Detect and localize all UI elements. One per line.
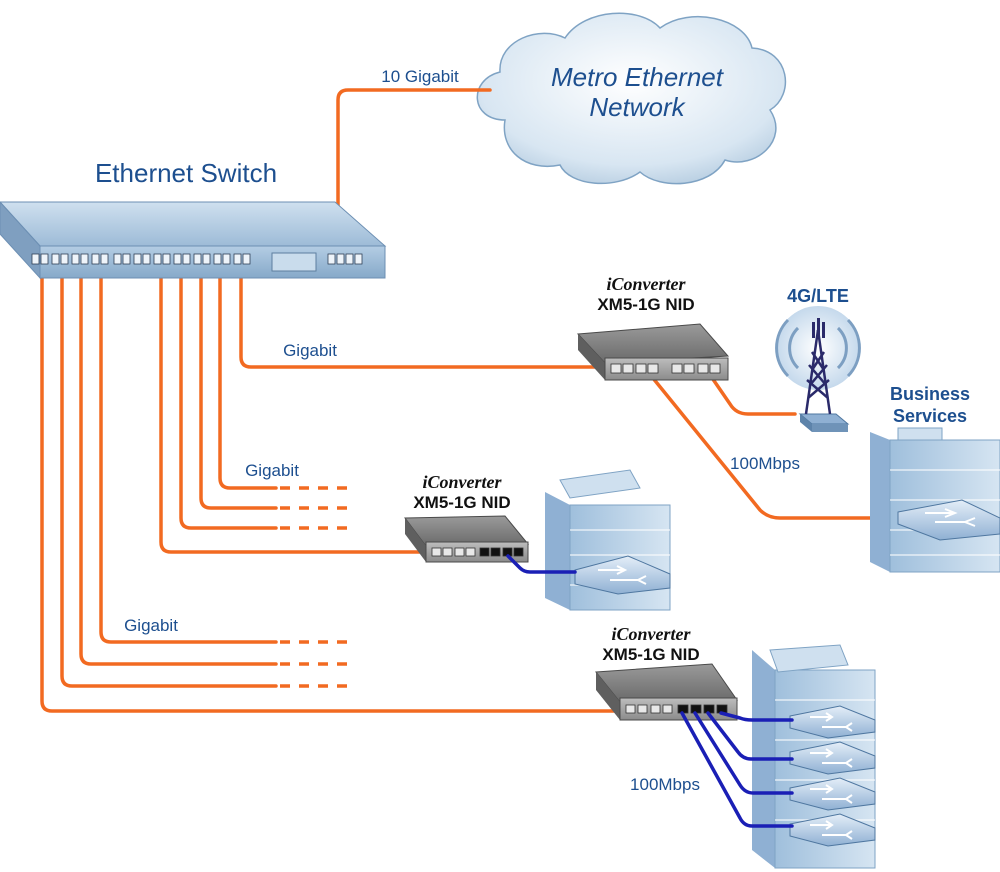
switch-port (31, 253, 40, 265)
cable-to-top-nid (239, 266, 608, 369)
cloud-label-line2: Network (589, 92, 686, 122)
nid-top-model: XM5-1G NID (597, 295, 694, 314)
bottom-router-icon-1 (789, 705, 876, 739)
lte-tower: 4G/LTE (775, 286, 861, 432)
switch-port (40, 253, 49, 265)
switch-uplink-port (327, 253, 336, 265)
copper-cable-mid (506, 554, 577, 574)
uplink-label: 10 Gigabit (381, 67, 459, 86)
nid-mid: iConverter XM5-1G NID (404, 472, 530, 563)
bottom-router-icon-4 (789, 813, 876, 847)
cable-gigabit-2a (99, 266, 278, 644)
switch-uplink-port (354, 253, 363, 265)
switch-port (153, 253, 162, 265)
bottom-router-icon-2 (789, 741, 876, 775)
cable-gigabit-2b (79, 266, 278, 666)
business-services-building: Business Services (870, 384, 1000, 573)
gigabit-label-3: Gigabit (124, 616, 178, 635)
nid-top-ports (610, 363, 721, 374)
switch-panel (271, 252, 317, 272)
switch-port (222, 253, 231, 265)
switch-port (60, 253, 69, 265)
uplink-cable (336, 88, 492, 260)
cable-to-bottom-nid (40, 266, 624, 713)
switch-port (213, 253, 222, 265)
gigabit-label-1: Gigabit (283, 341, 337, 360)
switch-port (242, 253, 251, 265)
bottom-router-icon-3 (789, 777, 876, 811)
signal-arc-left-outer (775, 318, 790, 378)
business-label-line2: Services (893, 406, 967, 426)
nid-top: iConverter XM5-1G NID (576, 274, 730, 381)
tower-label: 4G/LTE (787, 286, 849, 306)
gigabit-label-2: Gigabit (245, 461, 299, 480)
switch-port (162, 253, 171, 265)
nid-top-brand: iConverter (607, 274, 687, 294)
switch-port (133, 253, 142, 265)
business-label-line1: Business (890, 384, 970, 404)
switch-port (80, 253, 89, 265)
fast-label-1: 100Mbps (730, 454, 800, 473)
nid-mid-brand: iConverter (423, 472, 503, 492)
copper-cables-bottom (680, 711, 794, 828)
nid-bottom: iConverter XM5-1G NID (595, 624, 738, 721)
switch-port (122, 253, 131, 265)
nid-mid-model: XM5-1G NID (413, 493, 510, 512)
switch-port (142, 253, 151, 265)
switch-port (202, 253, 211, 265)
switch-port (91, 253, 100, 265)
office-building-bottom (752, 644, 876, 869)
switch-port (173, 253, 182, 265)
ethernet-switch: Ethernet Switch (0, 158, 387, 280)
switch-port (182, 253, 191, 265)
switch-uplink-port (336, 253, 345, 265)
cable-to-mid-nid (159, 266, 434, 554)
switch-ports (31, 253, 363, 265)
cloud-label-line1: Metro Ethernet (551, 62, 725, 92)
cable-gigabit-1a (218, 266, 278, 490)
switch-uplink-port (345, 253, 354, 265)
switch-title: Ethernet Switch (95, 158, 277, 188)
cable-gigabit-1b (199, 266, 278, 510)
fast-label-2: 100Mbps (630, 775, 700, 794)
nid-bottom-brand: iConverter (612, 624, 692, 644)
cable-nid-to-business (646, 370, 907, 520)
switch-port (71, 253, 80, 265)
cable-nid-to-tower (706, 370, 797, 416)
business-router-icon (897, 499, 1000, 541)
switch-port (51, 253, 60, 265)
switch-port (233, 253, 242, 265)
nid-bottom-model: XM5-1G NID (602, 645, 699, 664)
switch-port (100, 253, 109, 265)
tower-icon (804, 329, 832, 415)
cable-gigabit-1c (179, 266, 278, 530)
mid-router-icon (574, 555, 671, 595)
metro-ethernet-cloud: Metro Ethernet Network (476, 12, 786, 185)
office-building-mid (545, 469, 671, 611)
switch-port (113, 253, 122, 265)
cable-gigabit-2c (60, 266, 278, 688)
switch-port (193, 253, 202, 265)
fiber-cables (40, 88, 907, 713)
